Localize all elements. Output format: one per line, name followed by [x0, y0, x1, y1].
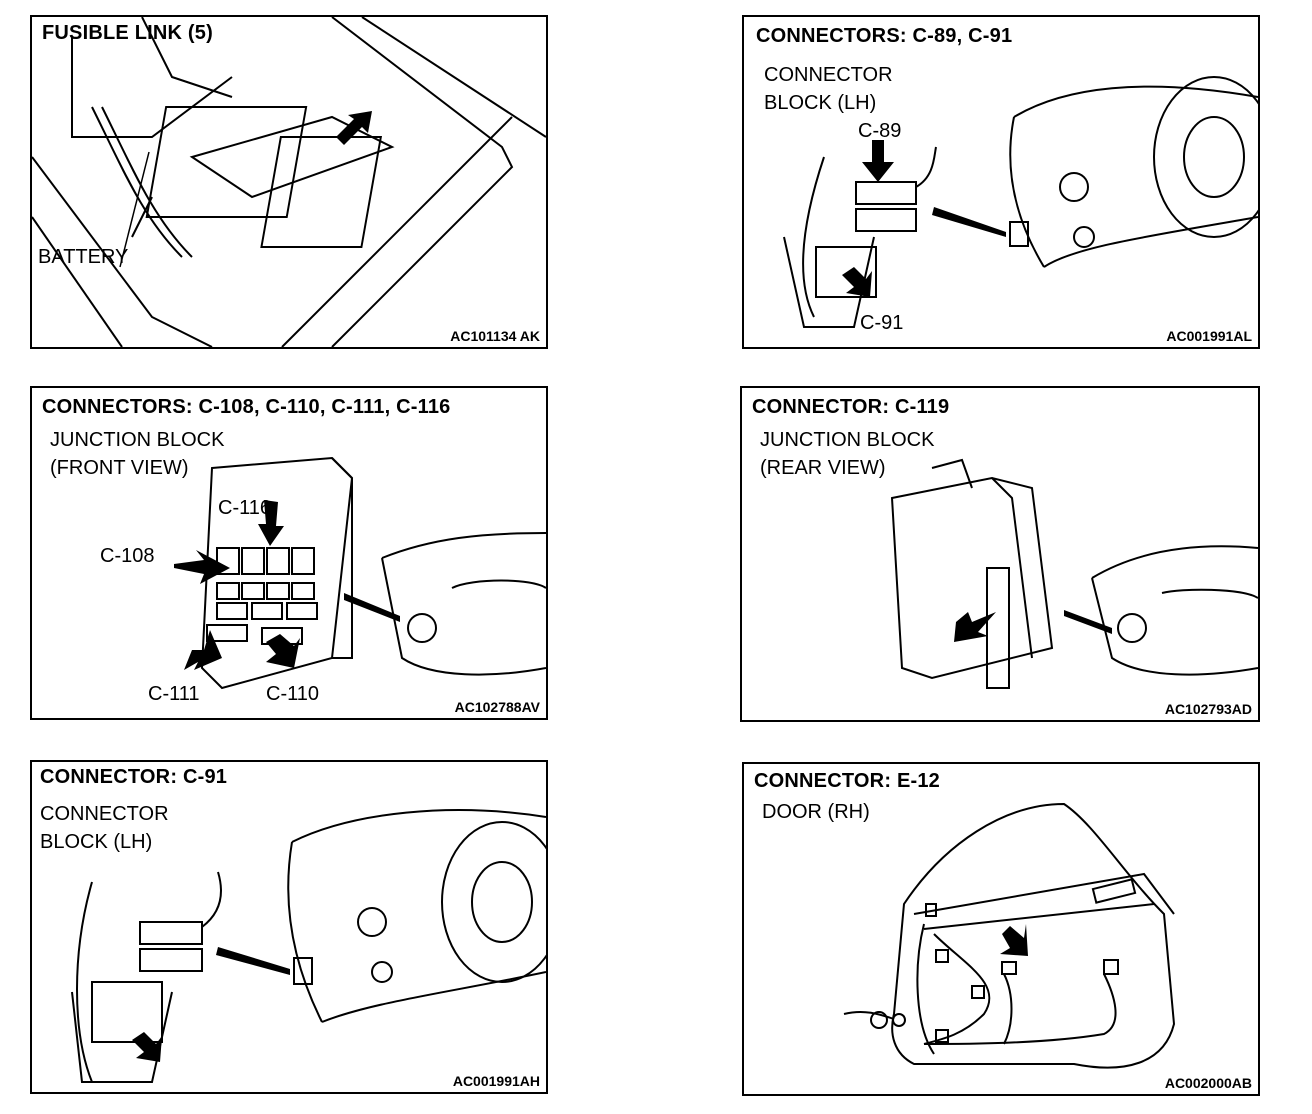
panel-title: CONNECTORS: C-89, C-91 [756, 25, 1013, 47]
fusible-link-illustration [32, 17, 546, 347]
figure-code: AC001991AH [452, 1073, 540, 1089]
c110-label: C-110 [266, 683, 319, 705]
battery-label: BATTERY [38, 246, 129, 268]
connector-block-label: CONNECTOR BLOCK (LH) [764, 64, 893, 114]
figure-code: AC102788AV [454, 699, 540, 715]
figure-code: AC001991AL [1166, 328, 1252, 344]
panel-c119: CONNECTOR: C-119 JUNCTION BLOCK (REAR VI… [740, 386, 1260, 722]
panel-title: CONNECTOR: E-12 [754, 770, 940, 792]
panel-title: CONNECTORS: C-108, C-110, C-111, C-116 [42, 396, 451, 418]
panel-e12: CONNECTOR: E-12 DOOR (RH) AC002000AB [742, 762, 1260, 1096]
door-rh-illustration [843, 802, 1176, 1069]
junction-block-label: JUNCTION BLOCK (REAR VIEW) [760, 429, 935, 479]
c91-label: C-91 [860, 312, 904, 334]
panel-c89-c91: CONNECTORS: C-89, C-91 CONNECTOR BLOCK (… [742, 15, 1260, 349]
panel-title: FUSIBLE LINK (5) [42, 22, 213, 44]
panel-title: CONNECTOR: C-91 [40, 766, 228, 788]
panel-title: CONNECTOR: C-119 [752, 396, 950, 418]
junction-block-rear-illustration [890, 458, 1258, 689]
c111-label: C-111 [148, 683, 200, 705]
connector-block-illustration [71, 809, 546, 1083]
c116-label: C-116 [218, 497, 271, 519]
junction-block-front-illustration [174, 456, 546, 690]
figure-code: AC002000AB [1164, 1075, 1252, 1091]
c89-label: C-89 [858, 120, 902, 142]
door-label: DOOR (RH) [762, 801, 870, 823]
c108-label: C-108 [100, 545, 155, 567]
figure-code: AC102793AD [1164, 701, 1252, 717]
junction-block-label: JUNCTION BLOCK (FRONT VIEW) [50, 429, 225, 479]
panel-c91: CONNECTOR: C-91 CONNECTOR BLOCK (LH) AC0… [30, 760, 548, 1094]
connector-block-label: CONNECTOR BLOCK (LH) [40, 803, 169, 853]
panel-fusible-link: FUSIBLE LINK (5) BATTERY AC101134 AK [30, 15, 548, 349]
connector-block-illustration [783, 76, 1258, 328]
panel-c108-c110-c111-c116: CONNECTORS: C-108, C-110, C-111, C-116 J… [30, 386, 548, 720]
figure-code: AC101134 AK [450, 328, 540, 344]
